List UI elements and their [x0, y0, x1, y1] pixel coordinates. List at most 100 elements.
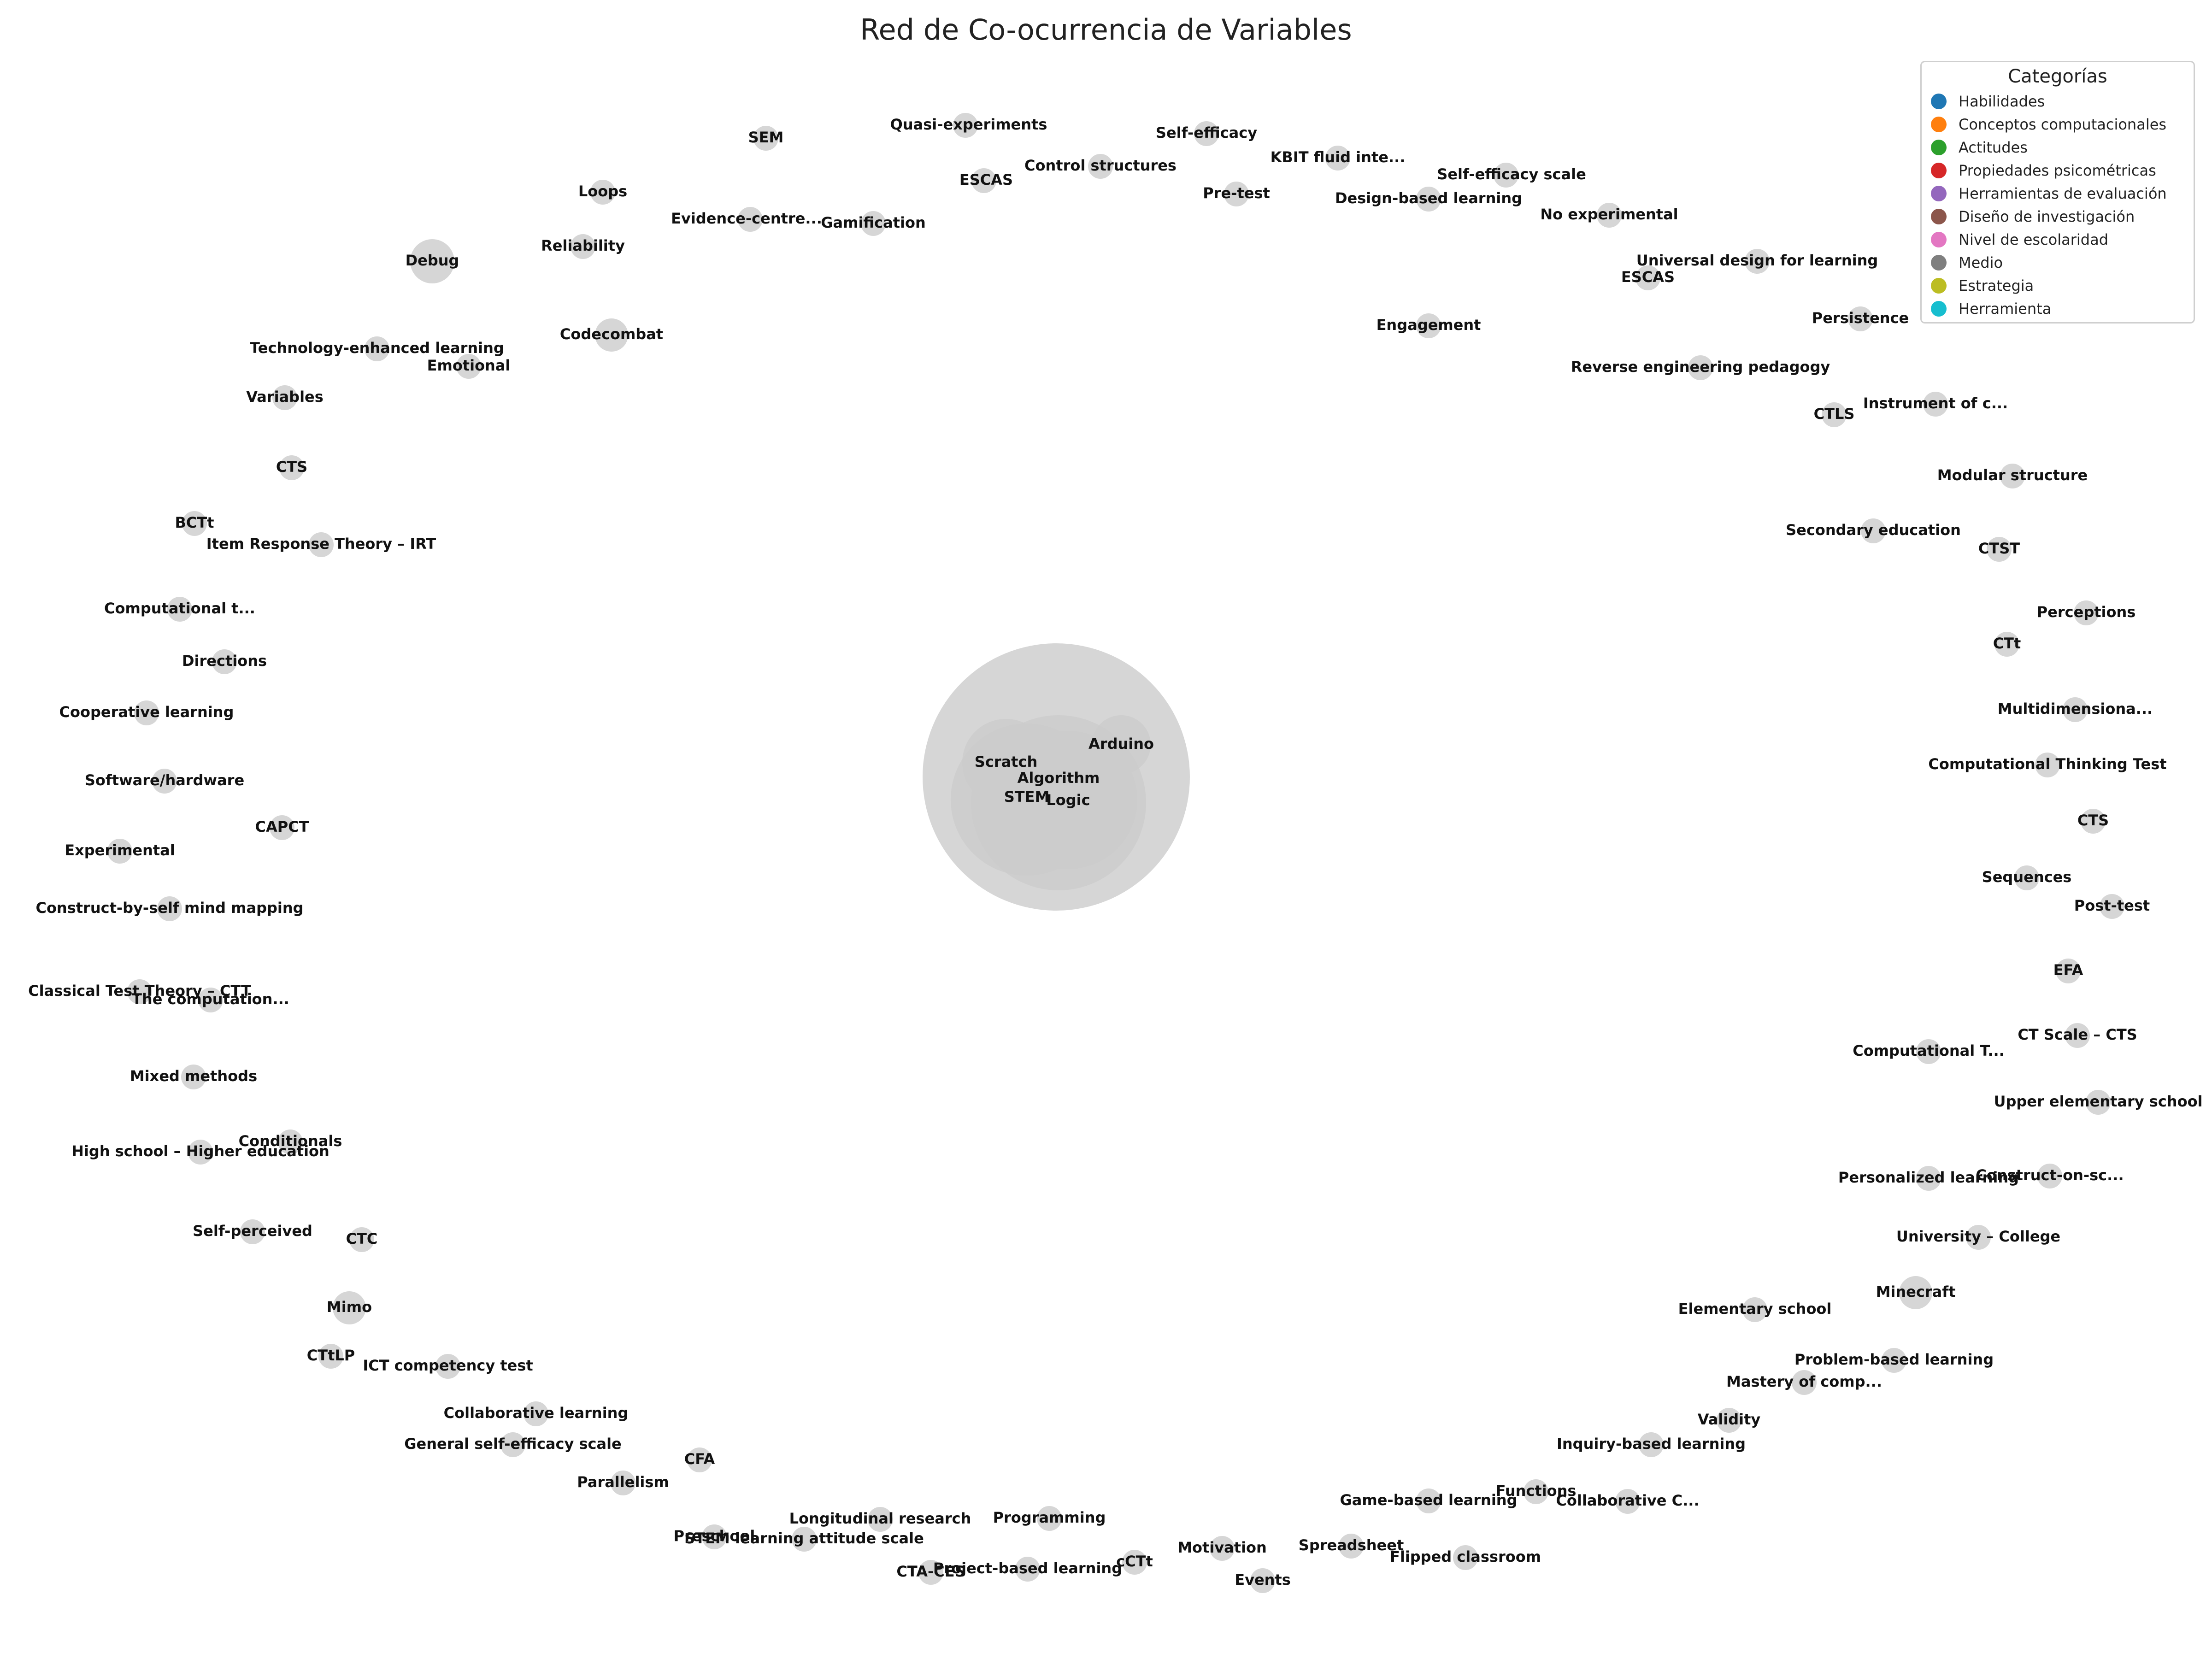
- graph-node-label: CAPCT: [255, 818, 309, 835]
- graph-node-label: Collaborative C...: [1556, 1492, 1699, 1509]
- graph-node-label: Conditionals: [239, 1132, 342, 1150]
- graph-node-label: CTt: [1993, 635, 2021, 652]
- graph-node: [1923, 392, 1948, 417]
- graph-node-label: Computational t...: [104, 600, 255, 617]
- graph-node: [1987, 537, 2012, 562]
- graph-node: [1966, 1225, 1991, 1250]
- graph-node: [270, 815, 294, 840]
- graph-node-label: STEM: [1004, 788, 1050, 806]
- graph-node: [702, 1524, 727, 1549]
- legend-item: Herramientas de evaluación: [1931, 182, 2184, 205]
- graph-node: [753, 126, 778, 151]
- graph-node-label: ESCAS: [1621, 268, 1675, 286]
- graph-node-label: Minecraft: [1876, 1283, 1956, 1300]
- graph-node: [1524, 1479, 1548, 1504]
- graph-node-label: Logic: [1046, 791, 1090, 809]
- graph-node: [2000, 464, 2025, 488]
- graph-node: [333, 1291, 366, 1324]
- graph-node-label: EFA: [2053, 961, 2083, 979]
- graph-node: [1822, 402, 1847, 427]
- graph-node-label: cCTt: [1116, 1553, 1153, 1570]
- graph-node-label: Programming: [993, 1509, 1106, 1526]
- graph-node: [349, 1227, 374, 1252]
- graph-node-label: STEM learning attitude scale: [684, 1530, 924, 1547]
- graph-node-label: Loops: [578, 182, 627, 200]
- graph-node: [792, 1527, 817, 1552]
- legend-item: Medio: [1931, 251, 2184, 274]
- chart-title: Red de Co-ocurrencia de Variables: [860, 13, 1352, 47]
- graph-node-label: KBIT fluid inte...: [1271, 148, 1406, 166]
- graph-node-label: Technology-enhanced learning: [250, 339, 504, 357]
- graph-node: [1916, 1039, 1941, 1064]
- legend-marker: [1931, 232, 1947, 247]
- legend-marker: [1931, 163, 1947, 178]
- graph-node-label: ICT competency test: [363, 1357, 533, 1374]
- graph-node-label: Mixed methods: [130, 1067, 257, 1085]
- graph-node: [1122, 1550, 1147, 1575]
- graph-node-label: CTA-CES: [896, 1563, 965, 1580]
- graph-node-label: Gamification: [821, 214, 925, 231]
- graph-node: [1325, 146, 1350, 171]
- graph-node-label: Motivation: [1177, 1539, 1267, 1556]
- graph-node: [1453, 1545, 1478, 1570]
- legend-label: Propiedades psicométricas: [1959, 162, 2156, 179]
- graph-node: [240, 1219, 265, 1244]
- graph-node-label: Self-efficacy: [1156, 124, 1257, 141]
- graph-node-label: Evidence-centre...: [671, 210, 822, 227]
- graph-node-label: Reliability: [541, 237, 625, 254]
- graph-node: [309, 532, 334, 557]
- graph-node: [2074, 600, 2099, 625]
- legend-marker: [1931, 301, 1947, 317]
- graph-node: [272, 385, 297, 410]
- graph-node: [1416, 187, 1441, 212]
- graph-node: [1597, 203, 1622, 228]
- graph-node-label: CTS: [276, 458, 307, 476]
- graph-node-label: Debug: [406, 252, 459, 269]
- legend-label: Actitudes: [1959, 139, 2028, 156]
- graph-node: [279, 455, 304, 480]
- graph-node: [157, 896, 182, 921]
- graph-node-label: Problem-based learning: [1794, 1351, 1994, 1368]
- graph-node: [318, 1344, 343, 1369]
- graph-node-label: University – College: [1896, 1228, 2060, 1245]
- graph-node: [868, 1507, 893, 1532]
- legend-marker: [1931, 255, 1947, 271]
- graph-node-label: Directions: [182, 652, 267, 670]
- graph-node-label: Emotional: [427, 357, 511, 374]
- graph-node: [1088, 154, 1113, 179]
- graph-node-label: Longitudinal research: [789, 1510, 971, 1527]
- graph-node: [278, 1130, 303, 1154]
- legend-item: Nivel de escolaridad: [1931, 228, 2184, 251]
- graph-node-label: Control structures: [1024, 157, 1177, 174]
- legend-label: Habilidades: [1959, 93, 2045, 110]
- legend-item: Herramienta: [1931, 297, 2184, 320]
- graph-node: [1494, 163, 1518, 188]
- graph-node: [971, 168, 996, 193]
- graph-node-label: Cooperative learning: [59, 703, 234, 721]
- graph-node: [167, 597, 192, 622]
- legend-label: Nivel de escolaridad: [1959, 231, 2108, 248]
- graph-node-label: Personalized learning: [1838, 1169, 2019, 1186]
- graph-node: [1916, 1166, 1941, 1191]
- graph-node: [500, 1432, 525, 1457]
- legend-item: Conceptos computacionales: [1931, 113, 2184, 136]
- graph-node: [1224, 182, 1249, 206]
- graph-node: [1717, 1408, 1741, 1433]
- legend-label: Medio: [1959, 254, 2003, 271]
- graph-node: [999, 731, 1137, 869]
- legend-item: Actitudes: [1931, 136, 2184, 159]
- graph-node-label: Design-based learning: [1335, 189, 1522, 207]
- legend-marker: [1931, 140, 1947, 155]
- graph-node-label: ESCAS: [959, 171, 1013, 188]
- graph-node-label: CFA: [684, 1450, 715, 1468]
- graph-node-label: Variables: [246, 388, 324, 406]
- graph-node: [1037, 1506, 1062, 1531]
- graph-node-label: Engagement: [1377, 316, 1481, 334]
- legend-item: Diseño de investigación: [1931, 205, 2184, 228]
- graph-node-label: CT Scale – CTS: [2018, 1026, 2137, 1043]
- graph-node-label: No experimental: [1540, 206, 1678, 223]
- graph-node-label: Persistence: [1812, 309, 1909, 327]
- graph-node: [1745, 249, 1770, 274]
- graph-node-label: Instrument of c...: [1863, 394, 2008, 412]
- legend-marker: [1931, 117, 1947, 132]
